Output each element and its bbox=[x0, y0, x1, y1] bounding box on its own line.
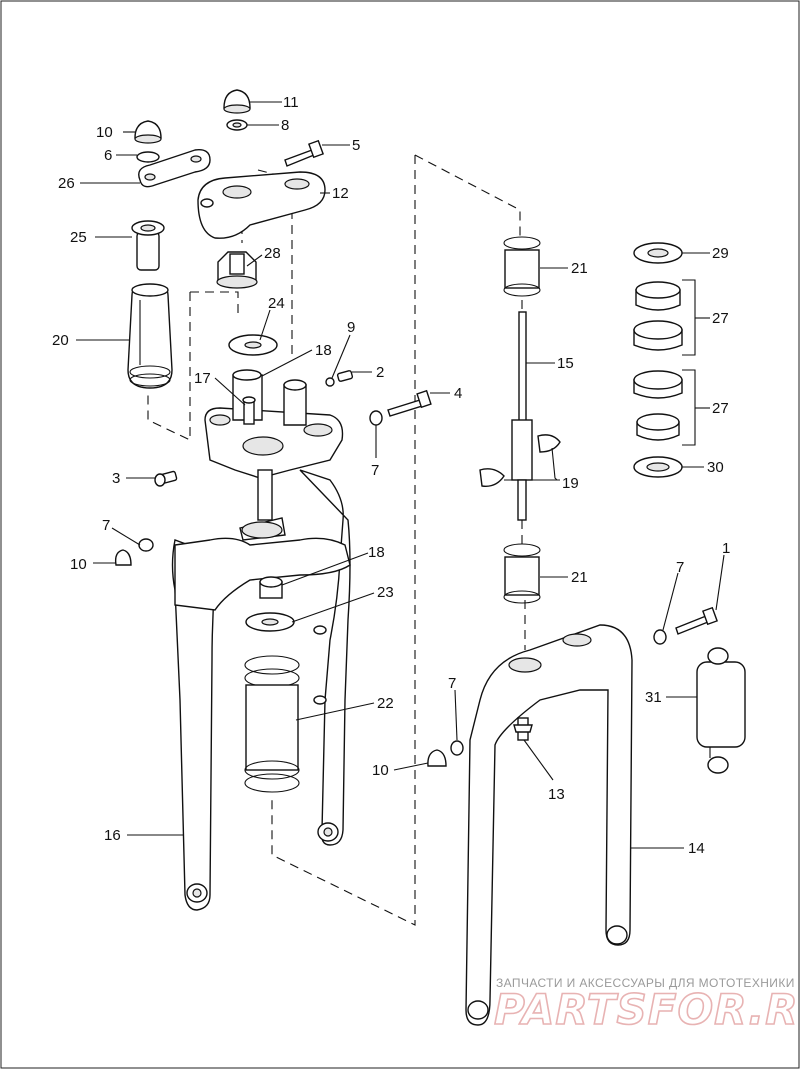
callout-28: 28 bbox=[264, 245, 281, 262]
spacer-19 bbox=[479, 434, 561, 487]
callout-6: 6 bbox=[104, 147, 112, 164]
acorn-nut-10-lower bbox=[427, 749, 447, 767]
washer-7-right bbox=[369, 410, 383, 426]
callout-15: 15 bbox=[557, 355, 574, 372]
washer-24 bbox=[228, 334, 278, 356]
callout-25: 25 bbox=[70, 229, 87, 246]
callout-11: 11 bbox=[283, 94, 299, 111]
callout-19: 19 bbox=[562, 475, 579, 492]
callout-1: 1 bbox=[722, 540, 730, 557]
callout-13: 13 bbox=[548, 786, 565, 803]
callout-10: 10 bbox=[70, 556, 87, 573]
spring-22 bbox=[244, 655, 300, 793]
callout-14: 14 bbox=[688, 840, 705, 857]
watermark-tagline: ЗАПЧАСТИ И АКСЕССУАРЫ ДЛЯ МОТОТЕХНИКИ bbox=[496, 976, 795, 990]
callout-5: 5 bbox=[352, 137, 360, 154]
bolt-17 bbox=[242, 396, 256, 425]
callout-7: 7 bbox=[448, 675, 456, 692]
callout-27: 27 bbox=[712, 310, 729, 327]
callout-10: 10 bbox=[372, 762, 389, 779]
rod-15 bbox=[511, 311, 533, 521]
bolt-4 bbox=[387, 389, 432, 417]
washer-23 bbox=[245, 612, 295, 632]
callout-3: 3 bbox=[112, 470, 120, 487]
callout-21: 21 bbox=[571, 569, 588, 586]
bolt-5 bbox=[284, 139, 324, 167]
callout-31: 31 bbox=[645, 689, 662, 706]
callout-2: 2 bbox=[376, 364, 384, 381]
watermark: ЗАПЧАСТИ И АКСЕССУАРЫ ДЛЯ МОТОТЕХНИКИ PA… bbox=[493, 976, 800, 1035]
fork-leg-16 bbox=[171, 469, 351, 911]
acorn-nut-10-left bbox=[114, 549, 132, 566]
acorn-nut-10-top bbox=[134, 120, 162, 144]
callout-24: 24 bbox=[268, 295, 285, 312]
callout-17: 17 bbox=[194, 370, 211, 387]
callout-21: 21 bbox=[571, 260, 588, 277]
plate-26 bbox=[138, 149, 211, 188]
callout-20: 20 bbox=[52, 332, 69, 349]
washer-7-lower bbox=[450, 740, 464, 756]
callout-22: 22 bbox=[377, 695, 394, 712]
bolt-1 bbox=[675, 606, 718, 635]
steering-stem bbox=[239, 469, 286, 541]
callout-18: 18 bbox=[368, 544, 385, 561]
callout-8: 8 bbox=[281, 117, 289, 134]
callout-7: 7 bbox=[102, 517, 110, 534]
rocker-fork-14 bbox=[465, 624, 633, 1026]
boot-20 bbox=[127, 283, 173, 389]
spring-21-lower bbox=[503, 543, 541, 604]
fork-upper-bracket bbox=[204, 369, 344, 479]
callout-18: 18 bbox=[315, 342, 332, 359]
fitting-13 bbox=[513, 717, 533, 741]
callout-12: 12 bbox=[332, 185, 349, 202]
callout-7: 7 bbox=[676, 559, 684, 576]
washer-6 bbox=[136, 151, 160, 163]
screw-3 bbox=[154, 470, 178, 487]
callout-labels: 11 8 10 6 5 26 12 25 28 21 29 24 27 20 9… bbox=[52, 94, 730, 857]
bushing-18-lower bbox=[259, 576, 283, 599]
cap-25 bbox=[131, 220, 165, 271]
callout-9: 9 bbox=[347, 319, 355, 336]
callout-10: 10 bbox=[96, 124, 113, 141]
nut-28 bbox=[216, 251, 258, 289]
leader-lines bbox=[76, 101, 725, 849]
watermark-logo: PARTSFOR.RU bbox=[494, 985, 800, 1034]
callout-30: 30 bbox=[707, 459, 724, 476]
washer-9 bbox=[325, 377, 335, 387]
seal-29 bbox=[633, 242, 683, 264]
callout-7: 7 bbox=[371, 462, 379, 479]
callout-4: 4 bbox=[454, 385, 462, 402]
callout-27: 27 bbox=[712, 400, 729, 417]
spring-21-upper bbox=[503, 236, 541, 297]
washer-7-left bbox=[138, 538, 154, 552]
seal-30 bbox=[633, 456, 683, 478]
acorn-nut-11 bbox=[223, 89, 251, 114]
callout-26: 26 bbox=[58, 175, 75, 192]
washer-7-rocker bbox=[653, 629, 667, 645]
top-clamp-12 bbox=[197, 171, 326, 239]
callout-29: 29 bbox=[712, 245, 729, 262]
screw-2 bbox=[336, 370, 354, 382]
callout-23: 23 bbox=[377, 584, 394, 601]
bearing-27-upper bbox=[633, 281, 683, 351]
callout-16: 16 bbox=[104, 827, 121, 844]
bearing-27-lower bbox=[633, 370, 683, 441]
shock-absorber-31 bbox=[696, 647, 746, 774]
